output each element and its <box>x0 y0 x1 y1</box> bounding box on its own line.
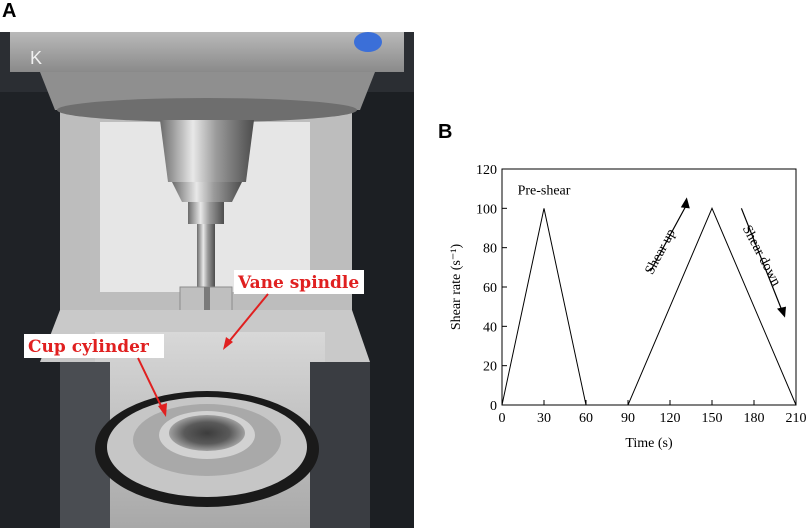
shear-up-arrow-line <box>649 204 688 272</box>
callout-vane-arrowhead <box>223 337 233 350</box>
annotation-pre-shear: Pre-shear <box>518 184 571 199</box>
x-tick-label: 120 <box>660 411 681 426</box>
base-right-side <box>310 362 370 528</box>
shear-down-arrowhead <box>777 306 786 318</box>
plot-frame <box>501 168 797 406</box>
x-tick-label: 90 <box>621 411 635 426</box>
annotation-shear-down: Shear down <box>739 223 783 289</box>
shear-up-arrowhead <box>680 197 690 209</box>
callout-vane-text: Vane spindle <box>237 273 359 293</box>
series-group <box>501 207 797 406</box>
y-tick-label: 120 <box>476 163 497 178</box>
x-tick-label: 30 <box>537 411 551 426</box>
instrument-head <box>10 32 404 72</box>
device-text: K <box>30 48 42 68</box>
spindle-neck <box>188 202 224 224</box>
y-tick-label: 100 <box>476 202 497 217</box>
series-line <box>501 207 797 406</box>
spindle-collar <box>172 182 242 202</box>
spindle-chuck <box>160 120 254 182</box>
callout-cup-box <box>24 334 164 358</box>
callout-cup-text: Cup cylinder <box>28 337 150 357</box>
x-tick-label: 0 <box>499 411 506 426</box>
head-ring <box>57 98 357 122</box>
blue-knob <box>354 32 382 52</box>
y-tick-label: 0 <box>490 399 497 414</box>
plot-border <box>501 168 797 406</box>
shear-down-arrow-line <box>740 208 783 311</box>
left-pillar <box>0 92 60 528</box>
axis-ticks: 0 30 60 90 120 150 180 210 0 20 40 60 80 100 120 <box>476 163 807 426</box>
callout-vane-box <box>234 270 364 294</box>
cup-cylinder-opening <box>169 415 245 451</box>
y-tick-label: 60 <box>483 281 497 296</box>
y-tick-label: 40 <box>483 320 497 335</box>
panel-label-a: A <box>2 0 17 22</box>
x-tick-label: 210 <box>786 411 807 426</box>
x-tick-label: 60 <box>579 411 593 426</box>
rheometer-photo: K Vane spindle Cup cylinder <box>0 32 414 528</box>
x-axis-label: Time (s) <box>625 436 673 451</box>
shear-rate-chart: 0 30 60 90 120 150 180 210 0 20 40 60 80 100 120 Pre-s… <box>449 163 807 451</box>
y-tick-label: 20 <box>483 360 497 375</box>
x-tick-label: 180 <box>744 411 765 426</box>
x-tick-label: 150 <box>702 411 723 426</box>
callout-vane-arrow-line <box>226 293 269 345</box>
panel-label-b: B <box>438 121 453 143</box>
callout-cup-arrow-line <box>137 357 164 411</box>
y-tick-label: 80 <box>483 242 497 257</box>
callout-cup-arrowhead <box>158 403 167 417</box>
y-axis-label: Shear rate (s⁻¹) <box>449 244 464 331</box>
